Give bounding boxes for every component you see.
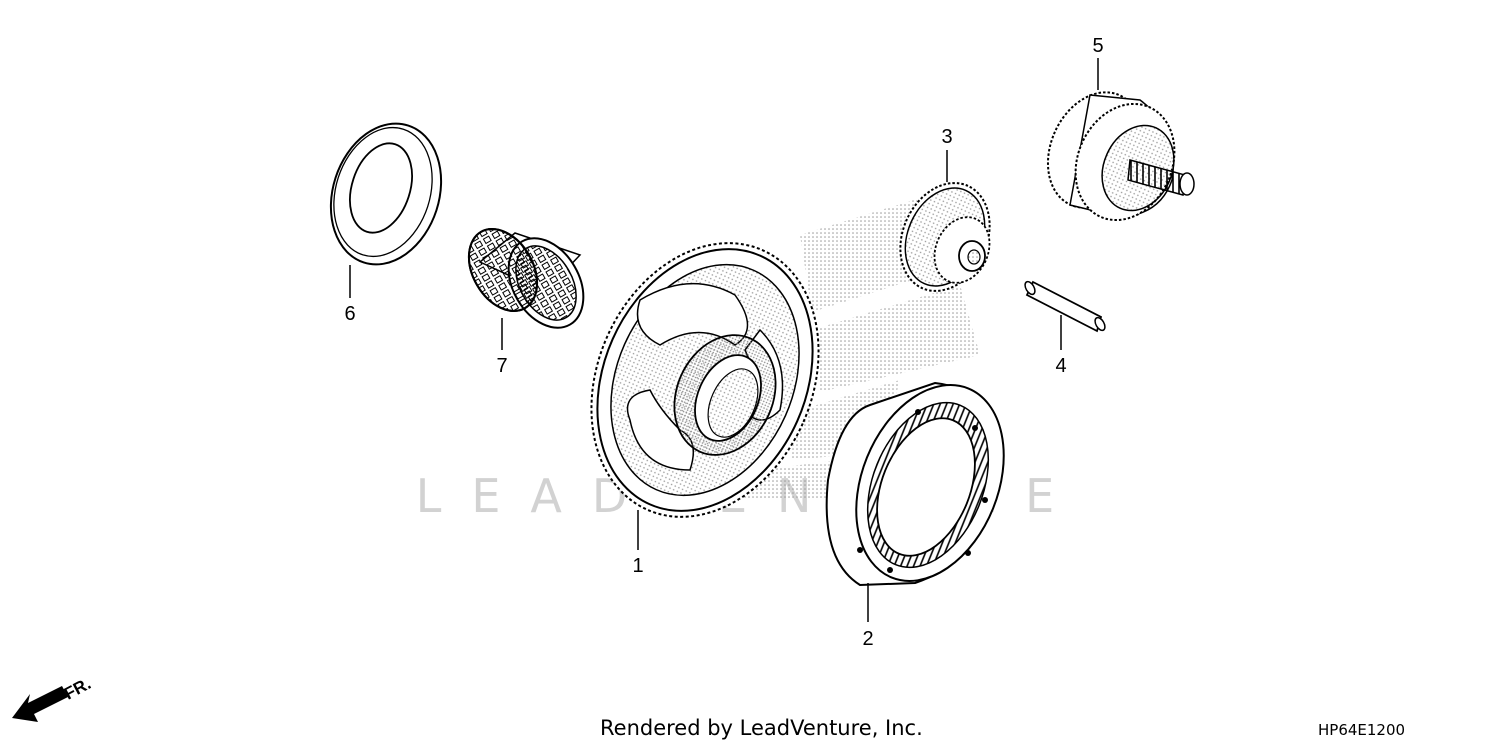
front-direction-arrow-icon: FR. [12, 674, 94, 722]
needle-bearing-part-7 [467, 228, 585, 329]
starter-driven-gear-part-1 [590, 242, 820, 518]
leader-lines [349, 58, 1099, 622]
footer-credit: Rendered by LeadVenture, Inc. [600, 716, 923, 740]
callout-2: 2 [862, 628, 873, 650]
direction-label: FR. [61, 674, 94, 704]
washer-part-6 [329, 122, 443, 266]
idle-gear-part-3 [899, 182, 991, 292]
callout-4: 4 [1055, 355, 1066, 377]
callout-7: 7 [496, 355, 507, 377]
callout-3: 3 [941, 126, 952, 148]
diagram-code: HP64E1200 [1318, 721, 1406, 739]
shaft-part-4 [1024, 280, 1106, 333]
callout-1: 1 [632, 555, 643, 577]
callout-5: 5 [1092, 35, 1103, 57]
one-way-clutch-part-2 [825, 381, 1005, 587]
reduction-gear-part-5 [1046, 91, 1195, 222]
callout-6: 6 [344, 303, 355, 325]
